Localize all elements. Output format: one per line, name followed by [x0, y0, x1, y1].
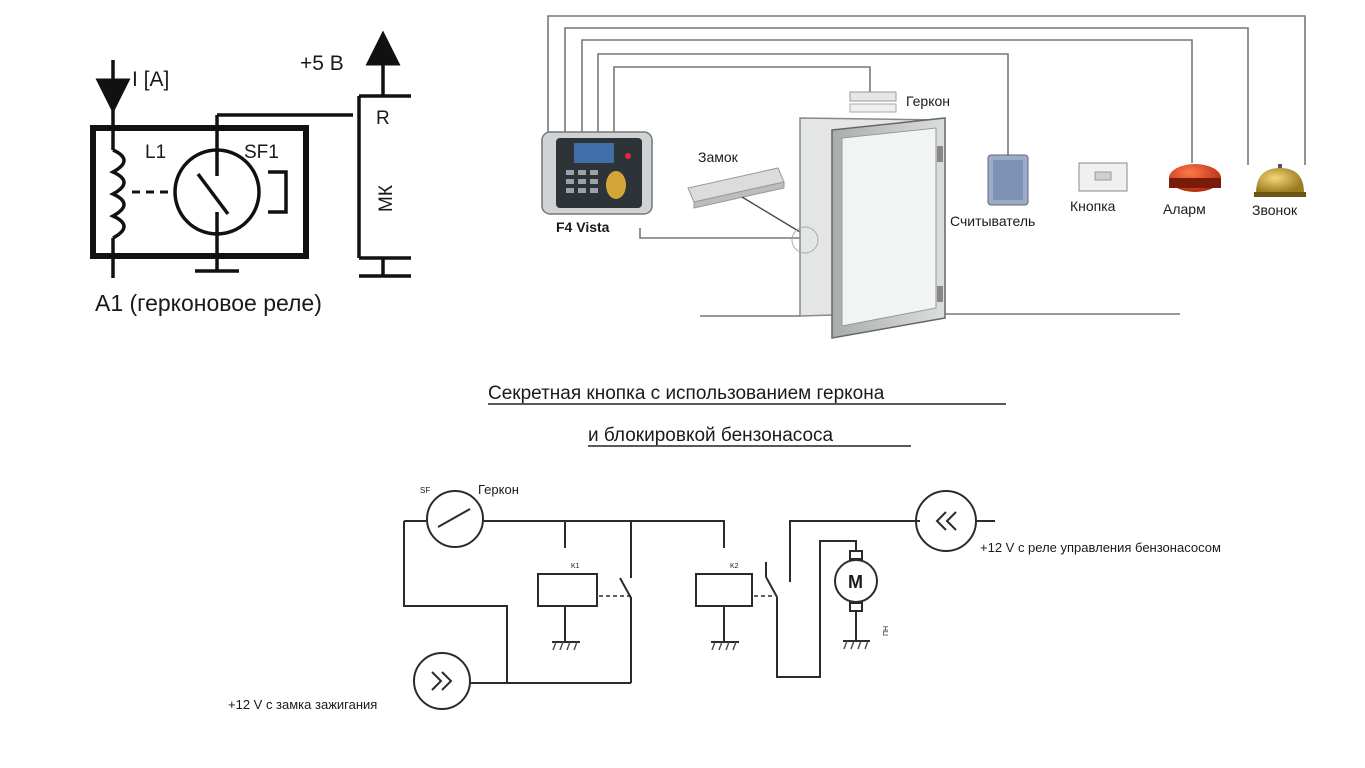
ignition-connector-icon — [413, 652, 471, 710]
relay-k2-tag: K2 — [730, 563, 739, 570]
button-label: Кнопка — [1070, 198, 1116, 214]
alarm-label: Аларм — [1163, 201, 1206, 217]
mcu-label: МК — [376, 185, 397, 212]
ignition-input-label: +12 V с замка зажигания — [228, 697, 377, 712]
wire-alarm — [564, 27, 1249, 165]
relay-k1-tag: K1 — [571, 563, 580, 570]
coil-label: L1 — [145, 142, 166, 163]
fingerprint-sensor-icon — [606, 171, 626, 199]
wire-reed — [613, 66, 871, 132]
motor-label: M — [848, 572, 863, 592]
keypad-icon — [566, 170, 598, 193]
reader-label: Считыватель — [950, 213, 1035, 229]
lock-label: Замок — [698, 149, 739, 165]
wire-lock — [639, 228, 800, 239]
wire-button — [581, 39, 1193, 163]
alarm-device: Аларм — [1163, 164, 1221, 217]
reader-device: Считыватель — [950, 154, 1035, 229]
resistor-label: R — [376, 108, 390, 129]
lock-device: Замок — [687, 149, 801, 233]
reed-label: Геркон — [906, 93, 950, 109]
schematic-title-line1: Секретная кнопка с использованием геркон… — [488, 383, 885, 404]
bell-label: Звонок — [1252, 202, 1298, 218]
reed-switch-device: Геркон — [849, 91, 950, 113]
controller-f4-vista: F4 Vista — [541, 131, 653, 235]
hinge-icon — [937, 146, 943, 162]
schematic-title-line2: и блокировкой бензонасоса — [588, 425, 834, 446]
relay-k2-icon — [695, 573, 753, 607]
reed-switch-label: Геркон — [478, 482, 519, 497]
wire-bell — [547, 15, 1306, 165]
screen-icon — [574, 143, 614, 163]
access-control-diagram: F4 Vista Геркон Замок — [541, 15, 1306, 339]
bell-device: Звонок — [1252, 164, 1306, 218]
controller-label: F4 Vista — [556, 219, 610, 235]
magnet-icon — [268, 170, 288, 214]
motor-tag: ПН — [883, 626, 890, 636]
relay-housing — [90, 125, 309, 259]
pump-input-label: +12 V с реле управления бензонасосом — [980, 540, 1221, 555]
reed-tag: SF — [420, 486, 430, 495]
pump-relay-connector-icon — [915, 490, 977, 552]
current-label: I [A] — [132, 68, 169, 91]
relay-caption: А1 (герконовое реле) — [95, 290, 322, 316]
supply-label: +5 B — [300, 52, 344, 75]
door — [700, 117, 1180, 339]
coil-l1-icon — [109, 148, 126, 240]
hinge-icon — [937, 286, 943, 302]
status-led-icon — [625, 153, 631, 159]
exit-button-device: Кнопка — [1070, 162, 1128, 214]
reed-switch-icon — [426, 490, 484, 548]
wire-reader — [597, 53, 1009, 155]
switch-label: SF1 — [244, 142, 279, 163]
reed-relay-schematic: I [A] L1 SF1 +5 B R МК А1 (герк — [90, 30, 411, 316]
door-handle-icon — [791, 226, 819, 254]
relay-k1-icon — [537, 573, 598, 607]
secret-button-schematic: Секретная кнопка с использованием геркон… — [228, 383, 1221, 712]
